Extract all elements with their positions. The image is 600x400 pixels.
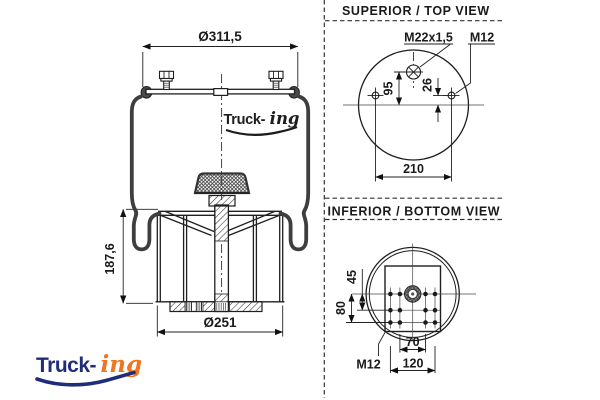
side-view: Ø311,5 [35,29,311,387]
air-port [213,87,229,96]
stud-bolt-left [158,70,175,91]
dim-bottom-diameter: Ø251 [156,305,284,337]
logo-word: Truck- [224,112,266,128]
dim-holes-outer: 120 [389,346,436,374]
dim-95-label: 95 [382,82,396,96]
bottom-stud-2 [195,301,202,312]
dim-row-offset-2: 80 [334,293,388,323]
dim-holes-inner: 70 [399,334,426,353]
dim-height-label: 187,6 [103,243,117,274]
bellows [129,94,311,252]
center-rod [214,204,230,313]
piston-assembly [155,172,285,313]
brand-logo-bottom: Truck- ing [35,351,142,387]
logo-word: Truck- [36,354,97,377]
top-view-panel: SUPERIOR / TOP VIEW M22x1,5 [342,4,495,182]
dim-top-diameter-label: Ø311,5 [198,29,242,44]
dim-bottom-diameter-label: Ø251 [203,315,237,330]
brand-logo-middle: Truck- ing [224,109,300,137]
stud-bolt-right [268,70,284,91]
rubber-bumper [193,172,251,195]
dim-stud-spacing: 210 [375,99,452,182]
dim-height: 187,6 [103,208,127,304]
air-fitting [394,64,423,80]
dim-port-offset: 95 [382,71,403,106]
logo-suffix: ing [100,351,142,378]
m22-label: M22x1,5 [404,31,453,45]
logo-suffix: ing [270,109,300,128]
logo-swoosh-middle [225,125,298,137]
bumper-mount [208,194,236,207]
dim-45-label: 45 [345,270,359,284]
bellows-wall-right [278,94,311,252]
dim-210-label: 210 [403,162,424,176]
top-plate-assembly [140,70,300,99]
bottom-view-title: INFERIOR / BOTTOM VIEW [328,205,501,219]
logo-swoosh-bottom [35,370,136,387]
dim-26-label: 26 [421,78,435,92]
dim-stud-offset: 26 [421,78,448,122]
thread-label-holes: M12 [356,332,386,371]
thread-label-center: M22x1,5 [404,31,453,68]
bottom-view-panel: INFERIOR / BOTTOM VIEW [328,205,501,374]
stud-hole-right [443,87,460,100]
dim-120-label: 120 [403,356,424,370]
dim-80-label: 80 [334,301,348,315]
svg-text:Truck- ing: Truck- ing [224,109,300,128]
panel-borders [323,0,502,398]
dim-70-label: 70 [406,335,420,349]
dim-row-offset-1: 45 [345,269,388,311]
m12-top-label: M12 [470,31,494,45]
dim-top-diameter: Ø311,5 [142,29,299,87]
top-view-title: SUPERIOR / TOP VIEW [342,4,490,18]
bolt-hole-grid [385,287,440,329]
center-hub [404,285,422,303]
thread-label-stud: M12 [455,31,495,94]
bellows-wall-left [129,94,162,252]
m12-bottom-label: M12 [356,357,380,371]
bottom-stud-1 [185,301,192,312]
stud-hole-left [367,87,384,100]
